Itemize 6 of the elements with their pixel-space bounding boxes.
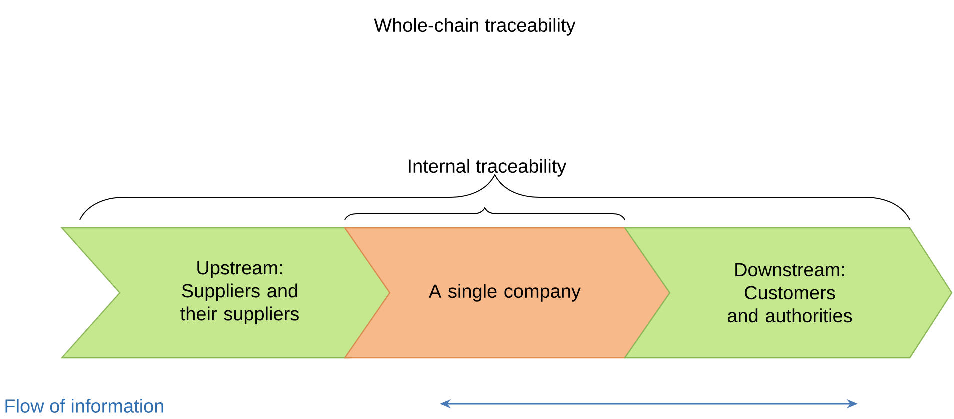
label-text: Flow of information [6, 399, 164, 413]
chevron-box: Upstream: Suppliers and their suppliers [60, 227, 396, 359]
label-text: Whole-chain traceability [374, 18, 576, 36]
label-text: Internal traceability [409, 159, 567, 177]
chevron-box: Downstream: Customers and authorities [624, 227, 953, 359]
chevron-box: A single company [344, 227, 671, 359]
